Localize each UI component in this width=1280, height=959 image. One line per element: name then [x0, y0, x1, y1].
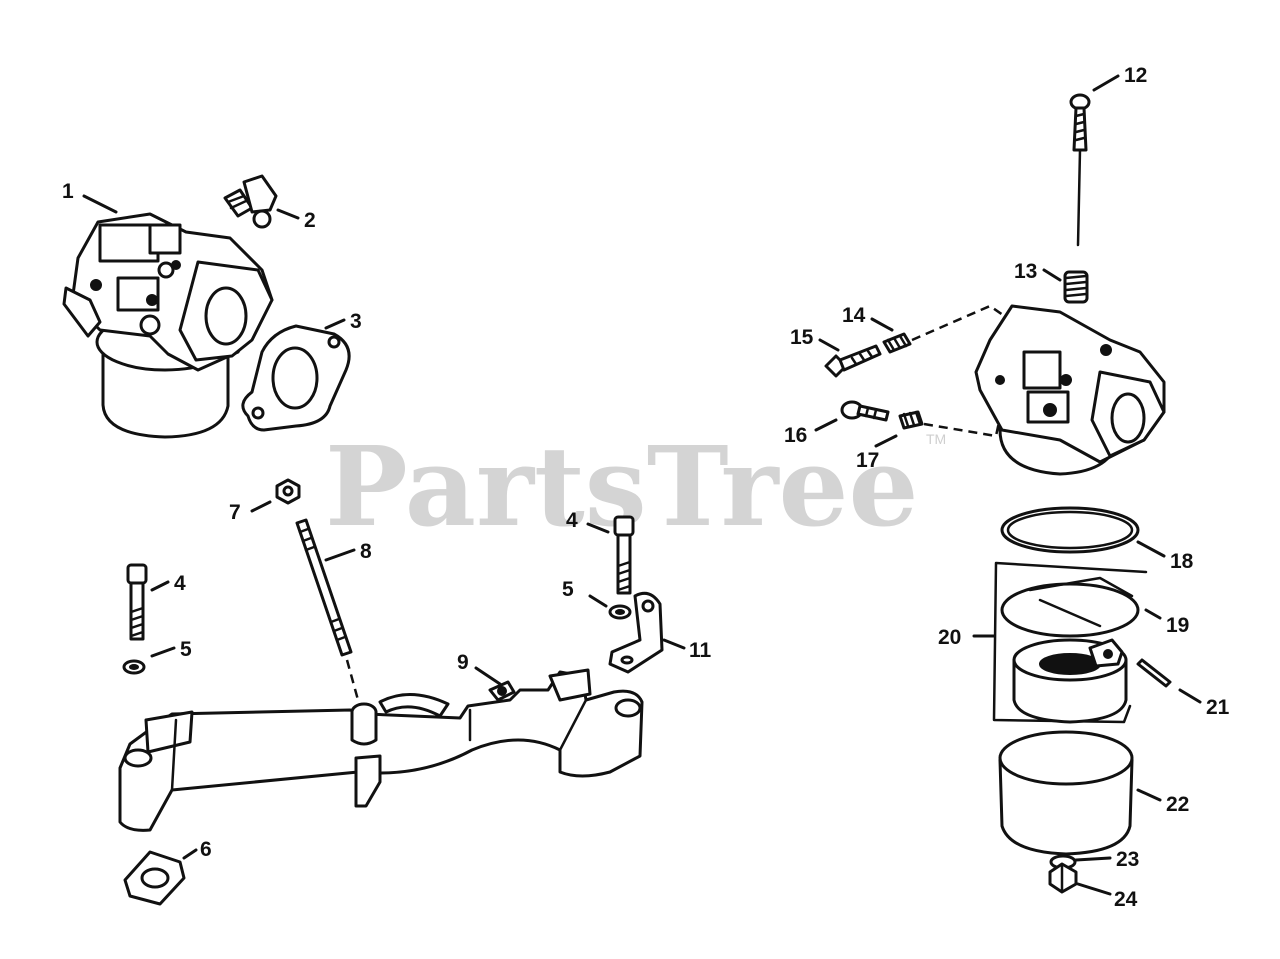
bowl-nut[interactable]: [1048, 862, 1078, 894]
callout-19: 19: [1166, 614, 1189, 637]
callout-8: 8: [360, 540, 372, 563]
mixture-screw[interactable]: [840, 400, 890, 422]
bolt-right[interactable]: [613, 515, 635, 595]
callout-5-right: 5: [562, 578, 574, 601]
callout-20: 20: [938, 626, 961, 649]
callout-18: 18: [1170, 550, 1194, 573]
callout-5-left: 5: [180, 638, 192, 661]
float-kit[interactable]: [992, 561, 1148, 724]
callout-24: 24: [1114, 888, 1138, 911]
callout-14: 14: [842, 304, 866, 327]
callout-12: 12: [1124, 64, 1147, 87]
intake-manifold[interactable]: [118, 668, 644, 832]
washer-right[interactable]: [608, 604, 632, 620]
carburetor-assembly[interactable]: [62, 212, 274, 439]
idle-screw[interactable]: [824, 344, 882, 378]
watermark-tm: TM: [926, 431, 946, 447]
mixture-spring[interactable]: [898, 410, 924, 430]
mounting-bracket[interactable]: [608, 591, 664, 674]
manifold-gasket[interactable]: [123, 850, 186, 906]
hex-nut[interactable]: [275, 478, 301, 505]
callout-9: 9: [457, 651, 469, 674]
callout-2: 2: [304, 209, 316, 232]
callout-13: 13: [1014, 260, 1037, 283]
callout-21: 21: [1206, 696, 1230, 719]
fuel-bowl[interactable]: [998, 730, 1134, 856]
callout-4-right: 4: [566, 509, 578, 532]
callout-1: 1: [62, 180, 74, 203]
callout-22: 22: [1166, 793, 1189, 816]
washer-left[interactable]: [122, 659, 146, 675]
needle-valve[interactable]: [1069, 93, 1091, 247]
idle-spring[interactable]: [882, 332, 912, 354]
threaded-stud[interactable]: [295, 518, 360, 701]
bolt-left[interactable]: [126, 563, 148, 641]
callout-17: 17: [856, 449, 879, 472]
carburetor-gasket[interactable]: [241, 324, 351, 432]
carburetor-body[interactable]: [974, 304, 1166, 476]
leader-lines: [82, 74, 1202, 896]
callout-16: 16: [784, 424, 807, 447]
callout-6: 6: [200, 838, 212, 861]
callout-3: 3: [350, 310, 362, 333]
needle-spring[interactable]: [1063, 270, 1089, 304]
callout-11: 11: [689, 639, 712, 662]
callout-15: 15: [790, 326, 814, 349]
callout-7: 7: [229, 501, 241, 524]
callout-labels: 1 2 3 4 5 6 7 8 9 11 4 5 12 13 14 15 16 …: [62, 64, 1230, 911]
fuel-fitting-elbow[interactable]: [223, 174, 278, 229]
float-pin[interactable]: [1136, 658, 1172, 688]
callout-23: 23: [1116, 848, 1139, 871]
bowl-o-ring[interactable]: [1000, 506, 1140, 554]
callout-4-left: 4: [174, 572, 186, 595]
